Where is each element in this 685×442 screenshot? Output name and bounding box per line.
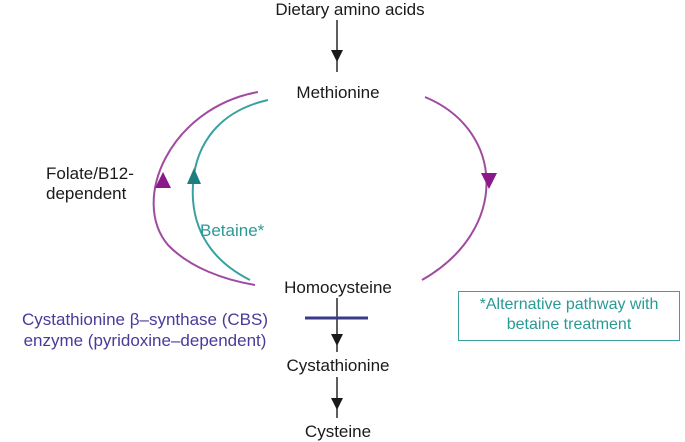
folate-line-1: Folate/B12- [46,164,134,183]
arrowhead-cystathionine-to-cysteine [331,398,343,410]
cbs-line-1: Cystathionine β–synthase (CBS) [21,310,268,329]
betaine-arrowhead [187,168,201,184]
alternative-pathway-note: *Alternative pathway with betaine treatm… [458,291,680,341]
betaine-arc [191,99,269,281]
node-homocysteine: Homocysteine [284,278,392,297]
methionine-to-homocysteine-arc [421,96,488,281]
note-line-1: *Alternative pathway with [479,296,659,313]
node-dietary-amino-acids: Dietary amino acids [275,0,425,19]
node-cysteine: Cysteine [304,422,372,441]
arrowhead-dietary-to-methionine [331,50,343,62]
label-folate-b12-dependent: Folate/B12- dependent [46,164,134,204]
label-betaine: Betaine* [200,221,265,240]
note-line-2: betaine treatment [506,316,632,333]
folate-line-2: dependent [46,184,127,203]
main-pathway-arrows [331,20,343,418]
arrowhead-homocysteine-to-cystathionine [331,334,343,346]
node-methionine: Methionine [296,83,380,102]
folate-remethylation-arc [152,91,259,286]
methionine-to-homocysteine-arrowhead [481,173,497,189]
node-cystathionine: Cystathionine [286,356,390,375]
folate-remethylation-arrowhead [155,172,171,188]
label-cbs-enzyme: Cystathionine β–synthase (CBS) enzyme (p… [0,309,290,351]
cbs-line-2: enzyme (pyridoxine–dependent) [23,331,267,350]
